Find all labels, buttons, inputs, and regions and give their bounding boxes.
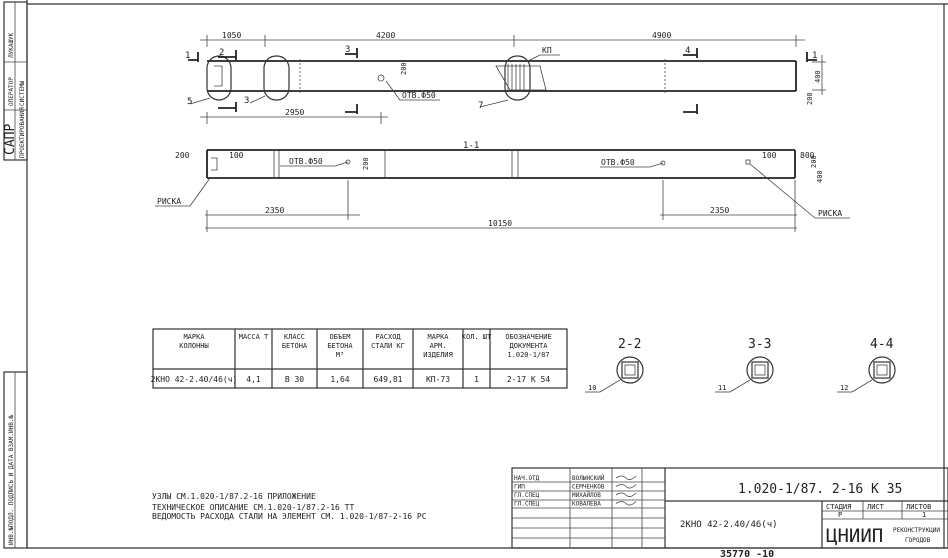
svg-text:РИСКА: РИСКА [157, 197, 181, 206]
sheets-value: 1 [922, 511, 926, 519]
sapr-stamp: САПР ПРОЕКТИРОВАНИЯ ОПЕРАТОР СИСТЕМЫ ЛУК… [3, 1, 28, 161]
signer-name: ВОЛЫНСКИЙ [572, 475, 605, 482]
svg-text:ОПЕРАТОР: ОПЕРАТОР [8, 77, 15, 106]
svg-text:4-4: 4-4 [870, 337, 894, 352]
table-cell: 2-17 К 54 [507, 375, 551, 384]
svg-text:СИСТЕМЫ: СИСТЕМЫ [19, 80, 26, 106]
svg-text:ИНВ.№ПОДЛ. ПОДПИСЬ И ДАТА ВЗАМ: ИНВ.№ПОДЛ. ПОДПИСЬ И ДАТА ВЗАМ.ИНВ.№ [8, 415, 15, 545]
svg-text:800: 800 [800, 151, 815, 160]
svg-text:2: 2 [219, 48, 224, 58]
svg-text:3: 3 [345, 45, 350, 55]
stage-header: СТАДИЯ [826, 503, 851, 511]
section-symbol-2-2: 2-2 10 [585, 337, 644, 393]
table-cell: 1 [474, 375, 479, 384]
specification-table [152, 328, 568, 389]
svg-text:100: 100 [229, 151, 244, 160]
svg-text:100: 100 [762, 151, 777, 160]
sheets-header: ЛИСТОВ [906, 503, 931, 511]
title-block [511, 467, 948, 549]
svg-text:1: 1 [812, 51, 817, 61]
svg-text:2350: 2350 [710, 206, 729, 215]
section-symbol-4-4: 4-4 12 [837, 337, 896, 393]
svg-text:ОТВ.Ф50: ОТВ.Ф50 [601, 158, 635, 167]
signer-role: ГЛ.СПЕЦ [514, 492, 540, 499]
svg-text:200: 200 [175, 151, 190, 160]
table-cell: 4,1 [246, 375, 261, 384]
svg-text:4900: 4900 [652, 31, 671, 40]
signer-name: СЕМЧЕНКОВ [572, 484, 605, 491]
svg-text:ОТВ.Ф50: ОТВ.Ф50 [289, 157, 323, 166]
svg-text:ЛУКАШУК: ЛУКАШУК [8, 32, 15, 58]
inventory-stamp: ИНВ.№ПОДЛ. ПОДПИСЬ И ДАТА ВЗАМ.ИНВ.№ [3, 371, 28, 549]
footer-number: 35770 -10 [720, 549, 774, 558]
svg-text:200: 200 [806, 92, 814, 105]
org-sub1: РЕКОНСТРУКЦИИ [893, 527, 940, 534]
side-view-1-1: 1-1 200 100 100 800 ОТВ.Ф50 ОТВ.Ф50 200 … [155, 141, 850, 232]
svg-text:10: 10 [588, 384, 596, 392]
note-1: УЗЛЫ СМ.1.020-1/87.2-16 ПРИЛОЖЕНИЕ [152, 492, 316, 501]
table-header: МАССА Т [239, 333, 269, 341]
svg-text:200: 200 [810, 155, 818, 168]
table-cell: В 30 [285, 375, 304, 384]
svg-text:ПРОЕКТИРОВАНИЯ: ПРОЕКТИРОВАНИЯ [19, 107, 26, 158]
signer-name: КОВАЛЕВА [572, 501, 601, 508]
section-symbol-3-3: 3-3 11 [715, 337, 774, 393]
table-cell: 649,81 [374, 375, 403, 384]
svg-text:5: 5 [187, 97, 192, 107]
signer-role: ГЛ.СПЕЦ [514, 501, 540, 508]
signature [615, 475, 637, 480]
svg-text:КП: КП [542, 46, 552, 55]
svg-text:7: 7 [478, 101, 483, 111]
svg-text:200: 200 [362, 157, 370, 170]
note-3: ВЕДОМОСТЬ РАСХОДА СТАЛИ НА ЭЛЕМЕНТ СМ. 1… [152, 512, 427, 521]
signature [615, 492, 637, 497]
svg-text:САПР: САПР [3, 124, 18, 155]
signature [615, 501, 637, 506]
sheet-header: ЛИСТ [867, 503, 885, 511]
svg-text:400: 400 [814, 70, 822, 83]
table-header: КОЛ. ШТ [462, 333, 492, 341]
table-cell: 2КНО 42-2.40/46(ч) [151, 375, 238, 384]
svg-text:1050: 1050 [222, 31, 241, 40]
document-code: 1.020-1/87. 2-16 К 35 [738, 482, 902, 497]
stage-value: Р [838, 511, 842, 519]
element-name: 2КНО 42-2.40/46(ч) [680, 520, 778, 530]
svg-text:1: 1 [185, 51, 190, 61]
svg-text:1-1: 1-1 [463, 141, 479, 151]
svg-text:400: 400 [816, 170, 824, 183]
svg-text:ОТВ.Ф50: ОТВ.Ф50 [402, 91, 436, 100]
svg-text:200: 200 [400, 62, 408, 75]
signature [615, 484, 637, 489]
svg-text:3: 3 [244, 96, 249, 106]
org-sub2: ГОРОДОВ [905, 537, 931, 544]
svg-text:2350: 2350 [265, 206, 284, 215]
table-cell: 1,64 [330, 375, 349, 384]
svg-text:РИСКА: РИСКА [818, 209, 842, 218]
table-cell: КП-73 [426, 375, 450, 384]
svg-text:4200: 4200 [376, 31, 395, 40]
plan-view: 1050 4200 4900 2950 200 400 200 ОТВ.Ф50 … [185, 31, 826, 124]
signer-name: МИХАЙЛОВ [572, 492, 601, 499]
org-logo: ЦНИИП [826, 525, 883, 547]
svg-text:3-3: 3-3 [748, 337, 771, 352]
svg-text:2-2: 2-2 [618, 337, 641, 352]
svg-text:4: 4 [685, 46, 690, 56]
svg-text:2950: 2950 [285, 108, 304, 117]
signer-role: ГИП [514, 484, 525, 491]
svg-text:10150: 10150 [488, 219, 512, 228]
svg-text:11: 11 [718, 384, 726, 392]
note-2: ТЕХНИЧЕСКОЕ ОПИСАНИЕ СМ.1.020-1/87.2-16 … [152, 503, 354, 512]
svg-text:12: 12 [840, 384, 848, 392]
signer-role: НАЧ.ОТД [514, 475, 540, 482]
